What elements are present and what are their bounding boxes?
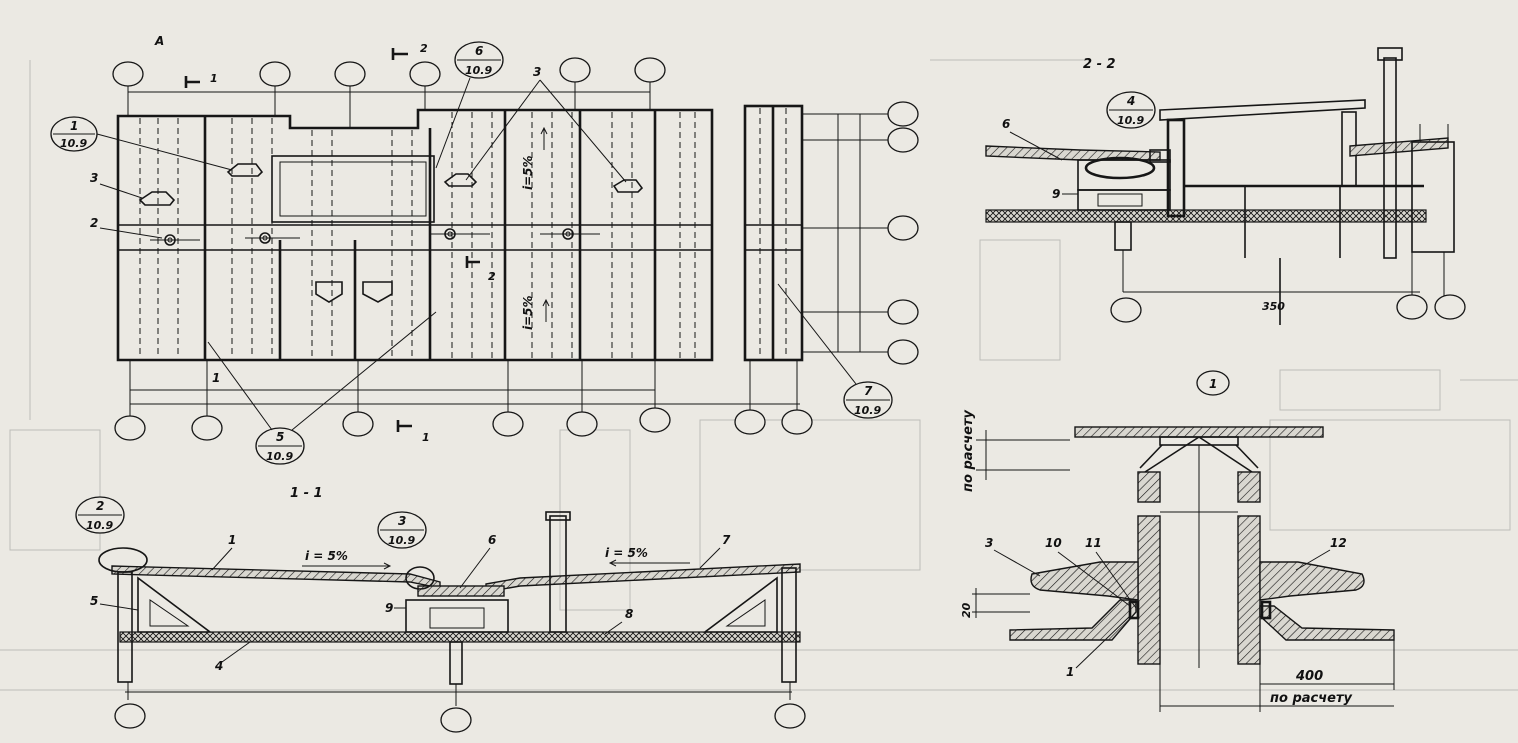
callout-1-10-9: 1 10.9 bbox=[50, 116, 233, 171]
cut2-mid-label: 2 bbox=[488, 270, 496, 283]
s11-label-8: 8 bbox=[625, 607, 633, 621]
section-1-1: 1 - 1 i = 5% i = 5% 1 5 bbox=[75, 486, 806, 733]
plan-outline bbox=[116, 108, 714, 362]
d1-stack-left bbox=[1137, 471, 1161, 503]
s11-slope-right: i = 5% bbox=[605, 546, 648, 560]
plan-label-2: 2 bbox=[90, 216, 98, 230]
plan-axis-bubbles bbox=[112, 57, 919, 441]
callout-7-10-9: 7 10.9 bbox=[777, 283, 893, 419]
plan-section-marks: 1 2 1 2 bbox=[184, 42, 496, 444]
s22-wall bbox=[1166, 118, 1186, 218]
s11-label-7: 7 bbox=[722, 533, 731, 547]
s11-label-1: 1 bbox=[228, 533, 236, 547]
section-2-2: 2 - 2 350 6 9 4 bbox=[985, 47, 1466, 325]
svg-text:10.9: 10.9 bbox=[465, 64, 492, 77]
s11-roof-right bbox=[485, 563, 801, 593]
s11-stack bbox=[549, 515, 567, 633]
cut1-top-label: 1 bbox=[210, 72, 218, 85]
s11-label-5: 5 bbox=[90, 594, 98, 608]
callout-2-10-9: 2 10.9 bbox=[75, 496, 125, 534]
svg-text:4: 4 bbox=[1126, 94, 1135, 108]
plan-funnels bbox=[150, 228, 600, 246]
plan-label-1: 1 bbox=[212, 371, 220, 385]
detail1-title: 1 bbox=[1209, 377, 1217, 391]
d1-label-11: 11 bbox=[1085, 536, 1102, 550]
d1-dim-400: 400 bbox=[1295, 669, 1323, 684]
s11-slope-left: i = 5% bbox=[305, 549, 348, 563]
cut2-top-label: 2 bbox=[420, 42, 428, 55]
plan-panel-joints bbox=[139, 108, 787, 358]
svg-text:7: 7 bbox=[864, 384, 873, 398]
svg-text:2: 2 bbox=[96, 499, 104, 513]
plan-label-3-top: 3 bbox=[533, 65, 541, 79]
callout-4-10-9: 4 10.9 bbox=[1106, 91, 1156, 129]
svg-text:10.9: 10.9 bbox=[266, 450, 293, 463]
svg-text:6: 6 bbox=[475, 44, 483, 58]
plan-beams bbox=[203, 106, 775, 360]
s22-floor-slab bbox=[985, 209, 1427, 223]
plan-slope-bottom: i=5% bbox=[521, 295, 535, 330]
svg-text:10.9: 10.9 bbox=[86, 519, 113, 532]
s22-dim-350: 350 bbox=[1262, 300, 1285, 313]
detail1-title-bubble bbox=[1196, 370, 1230, 396]
s11-label-6: 6 bbox=[488, 533, 496, 547]
d1-label-1: 1 bbox=[1066, 665, 1074, 679]
s11-ceiling-slab bbox=[119, 631, 801, 643]
d1-dim-20: 20 bbox=[960, 602, 973, 618]
svg-text:1: 1 bbox=[70, 119, 78, 133]
plan-slope-top: i=5% bbox=[521, 155, 535, 190]
svg-text:5: 5 bbox=[276, 430, 284, 444]
d1-collar-left bbox=[1030, 561, 1139, 601]
svg-text:3: 3 bbox=[398, 514, 406, 528]
section11-title: 1 - 1 bbox=[290, 486, 323, 501]
d1-label-10: 10 bbox=[1045, 536, 1062, 550]
d1-label-3: 3 bbox=[985, 536, 993, 550]
d1-note-vertical: по расчету bbox=[961, 410, 976, 492]
plan-view: А bbox=[50, 34, 919, 465]
svg-text:10.9: 10.9 bbox=[1117, 114, 1144, 127]
plan-title: А bbox=[154, 34, 164, 48]
callout-6-10-9: 6 10.9 bbox=[435, 41, 504, 169]
detail-1: 1 по расчету 20 400 по расчету 3 10 1 bbox=[960, 370, 1395, 712]
d1-cap bbox=[1074, 426, 1324, 438]
s22-label-6: 6 bbox=[1002, 117, 1010, 131]
svg-text:10.9: 10.9 bbox=[854, 404, 881, 417]
plan-gutter-band bbox=[118, 224, 802, 251]
svg-text:10.9: 10.9 bbox=[388, 534, 415, 547]
callout-5-10-9: 5 10.9 bbox=[207, 311, 437, 465]
cut1-bottom-label: 1 bbox=[422, 431, 430, 444]
callout-3-10-9: 3 10.9 bbox=[377, 511, 427, 549]
s22-label-9: 9 bbox=[1052, 187, 1060, 201]
d1-roof-left bbox=[1009, 599, 1137, 641]
s11-roof-left bbox=[111, 565, 441, 589]
s11-box-9 bbox=[405, 599, 509, 633]
svg-text:10.9: 10.9 bbox=[60, 137, 87, 150]
plan-opening bbox=[271, 155, 435, 223]
section22-title: 2 - 2 bbox=[1083, 57, 1116, 72]
s22-chimney bbox=[1383, 57, 1397, 259]
plan-label-3-left: 3 bbox=[90, 171, 98, 185]
d1-label-12: 12 bbox=[1330, 536, 1347, 550]
s11-label-4: 4 bbox=[214, 659, 223, 673]
d1-note-bottom: по расчету bbox=[1270, 691, 1352, 706]
s11-label-9: 9 bbox=[385, 601, 393, 615]
